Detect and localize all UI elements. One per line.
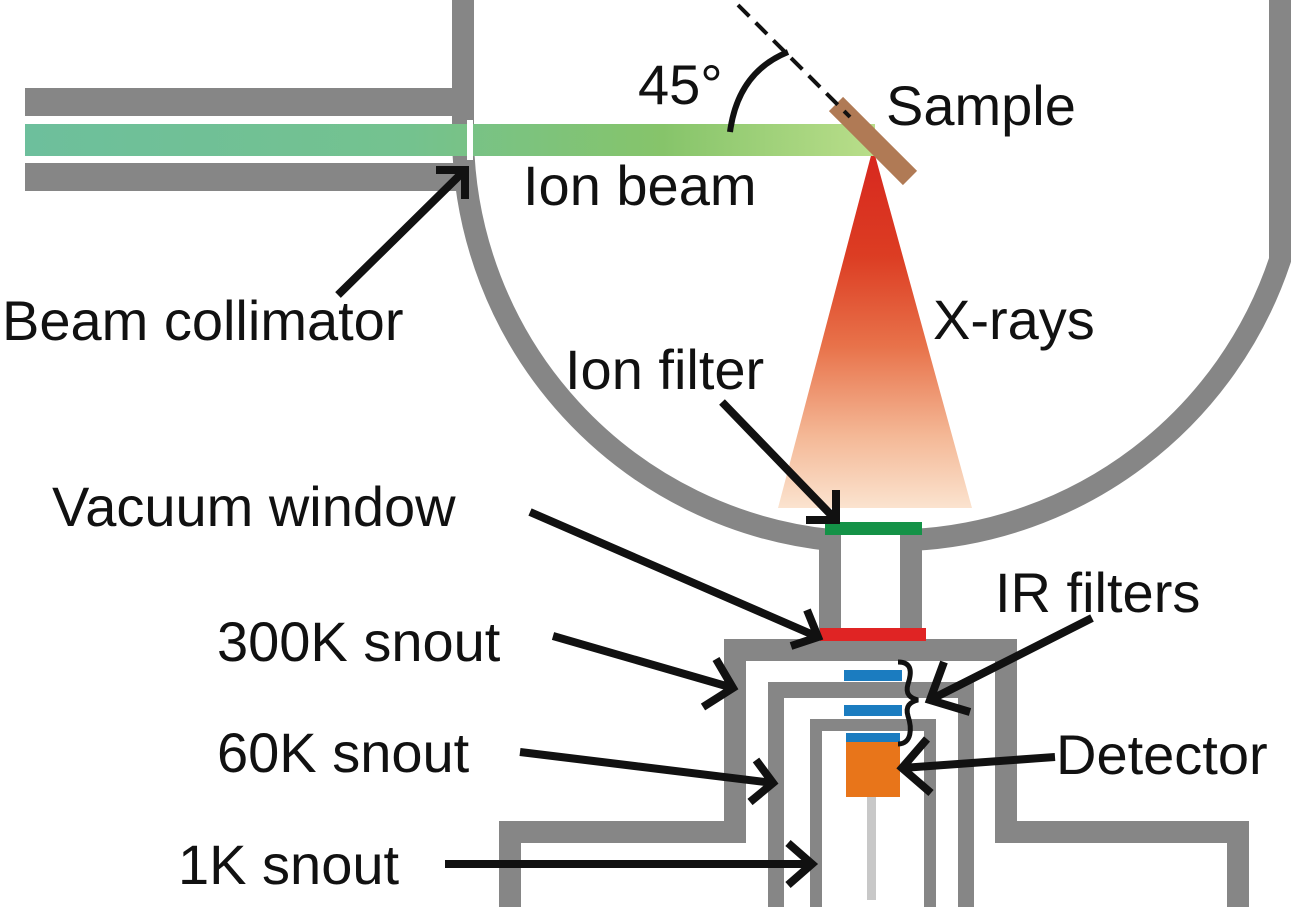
snout-60k-label: 60K snout <box>217 721 470 784</box>
ion-beam <box>25 124 875 156</box>
vacuum-window-arrow <box>528 508 824 650</box>
ir-filters-arrow <box>924 614 1094 716</box>
ir-filters-brace <box>897 659 919 747</box>
x-ray-cone <box>778 148 972 508</box>
vacuum-window-label: Vacuum window <box>52 475 456 538</box>
ir-filter-3 <box>846 733 900 743</box>
snout-300k-label: 300K snout <box>217 610 501 673</box>
detector-label: Detector <box>1056 723 1268 786</box>
ir-filter-1 <box>844 670 902 681</box>
snout-60k-arrow <box>519 748 779 806</box>
beam-collimator-label: Beam collimator <box>2 289 403 352</box>
snout-60k-wall <box>768 682 974 907</box>
detector-block <box>846 742 900 797</box>
x-rays-label: X-rays <box>933 288 1095 351</box>
pointer-arrows <box>335 166 1094 889</box>
sample-label: Sample <box>886 74 1076 137</box>
detector-arrow <box>896 736 1056 797</box>
ir-filter-2 <box>844 705 902 716</box>
ion-filter-arrow <box>719 399 840 524</box>
vacuum-chamber-wall <box>452 0 1291 640</box>
ion-filter-label: Ion filter <box>565 338 764 401</box>
snout-1k-label: 1K snout <box>178 833 399 896</box>
snout-300k-arrow <box>551 632 739 711</box>
snout-1k-wall <box>810 719 936 907</box>
sample-normal-dashed-line <box>736 3 852 119</box>
beam-collimator-arrow <box>335 166 469 298</box>
angle-arc <box>727 49 790 133</box>
detector-stem <box>867 797 876 900</box>
vacuum-window <box>820 628 926 641</box>
angle-label: 45° <box>638 53 723 116</box>
ir-filters-label: IR filters <box>995 561 1200 624</box>
ion-beam-label: Ion beam <box>523 154 757 217</box>
snout-1k-arrow <box>445 839 819 889</box>
beam-pipe-upper-wall <box>25 88 473 116</box>
ion-filter <box>825 522 922 535</box>
snout-300k-wall <box>499 639 1249 907</box>
beam-pipe-lower-wall <box>25 163 473 191</box>
